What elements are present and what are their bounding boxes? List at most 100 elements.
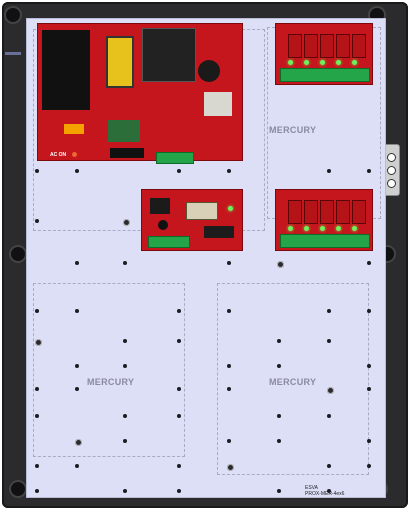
- mounting-hole: [277, 489, 281, 493]
- output-terminal-block: [148, 236, 190, 248]
- relay-terminal-block-top: [280, 68, 370, 82]
- mounting-hole: [227, 169, 231, 173]
- corner-mount-bottom-left: [11, 482, 25, 496]
- status-led: [320, 60, 325, 65]
- mounting-hole: [35, 309, 39, 313]
- mounting-hole: [327, 387, 334, 394]
- mounting-hole: [75, 387, 79, 391]
- relay-2: [304, 34, 318, 58]
- mounting-hole: [277, 439, 281, 443]
- distribution-board: [141, 189, 243, 251]
- mounting-hole: [367, 464, 371, 468]
- relay-board-top: [275, 23, 373, 85]
- mounting-hole: [75, 364, 79, 368]
- mounting-hole: [35, 414, 39, 418]
- power-supply-board: AC ON: [37, 23, 243, 164]
- mounting-hole: [177, 169, 181, 173]
- mounting-hole: [177, 464, 181, 468]
- black-terminal: [204, 226, 234, 238]
- status-led: [304, 226, 309, 231]
- mounting-hole: [123, 364, 127, 368]
- relay-5: [352, 200, 366, 224]
- mounting-hole: [123, 261, 127, 265]
- relay-2: [304, 200, 318, 224]
- backplate: MERCURY MERCURY MERCURY AC ON: [26, 18, 386, 498]
- mounting-hole: [35, 169, 39, 173]
- mounting-hole: [367, 439, 371, 443]
- mounting-hole: [123, 219, 130, 226]
- status-led: [336, 226, 341, 231]
- status-led: [336, 60, 341, 65]
- corner-mount-mid-left: [11, 247, 25, 261]
- mounting-hole: [227, 309, 231, 313]
- mounting-hole: [277, 414, 281, 418]
- heat-sink: [142, 28, 196, 82]
- orange-fuse: [64, 124, 84, 134]
- mounting-hole: [123, 414, 127, 418]
- zone-label-top-right: MERCURY: [269, 125, 317, 135]
- mounting-hole: [35, 387, 39, 391]
- power-led: [228, 206, 233, 211]
- mounting-hole: [75, 439, 82, 446]
- mounting-hole: [227, 439, 231, 443]
- mounting-hole: [35, 339, 42, 346]
- model-label-line-1: ESVA: [305, 485, 318, 491]
- mounting-hole: [277, 339, 281, 343]
- status-led: [352, 60, 357, 65]
- mounting-hole: [75, 261, 79, 265]
- mounting-hole: [177, 489, 181, 493]
- relay-1: [288, 34, 302, 58]
- relay-board-bottom: [275, 189, 373, 251]
- transformer: [42, 30, 90, 110]
- yellow-coil: [106, 36, 134, 88]
- zone-label-bottom-left: MERCURY: [87, 377, 135, 387]
- mounting-hole: [123, 489, 127, 493]
- wire-entry-mark: [5, 52, 21, 55]
- zone-label-bottom-right: MERCURY: [269, 377, 317, 387]
- status-led: [304, 60, 309, 65]
- relay-4: [336, 200, 350, 224]
- relay-3: [320, 200, 334, 224]
- zone-bottom-right: [217, 283, 369, 475]
- mounting-hole: [327, 169, 331, 173]
- mounting-hole: [123, 339, 127, 343]
- status-led: [320, 226, 325, 231]
- connector-header: [110, 148, 144, 158]
- ac-on-label: AC ON: [50, 152, 67, 158]
- mounting-hole: [227, 387, 231, 391]
- mounting-hole: [327, 309, 331, 313]
- ac-on-led: [72, 152, 77, 157]
- mounting-hole: [227, 464, 234, 471]
- mounting-hole: [177, 339, 181, 343]
- status-led: [352, 226, 357, 231]
- mounting-hole: [123, 439, 127, 443]
- mounting-hole: [367, 364, 371, 368]
- mounting-hole: [367, 309, 371, 313]
- capacitor: [198, 60, 220, 82]
- mounting-hole: [327, 489, 331, 493]
- mounting-hole: [75, 464, 79, 468]
- fuse-block: [108, 120, 140, 142]
- mounting-hole: [367, 387, 371, 391]
- status-led: [288, 60, 293, 65]
- mounting-hole: [75, 309, 79, 313]
- mounting-hole: [75, 169, 79, 173]
- mounting-hole: [277, 364, 281, 368]
- inductor: [186, 202, 218, 220]
- model-label: ESVA PROX-MER-4ex6: [305, 485, 344, 497]
- mounting-hole: [177, 414, 181, 418]
- status-led: [288, 226, 293, 231]
- mounting-hole: [327, 339, 331, 343]
- mounting-hole: [35, 464, 39, 468]
- power-terminal-block: [156, 152, 194, 164]
- relay-1: [288, 200, 302, 224]
- mounting-hole: [327, 414, 331, 418]
- mounting-hole: [367, 169, 371, 173]
- corner-mount-top-left: [6, 8, 20, 22]
- mounting-hole: [35, 489, 39, 493]
- relay-5: [352, 34, 366, 58]
- mounting-hole: [227, 364, 231, 368]
- capacitor: [158, 220, 168, 230]
- zone-bottom-left: [33, 283, 185, 457]
- mounting-hole: [177, 309, 181, 313]
